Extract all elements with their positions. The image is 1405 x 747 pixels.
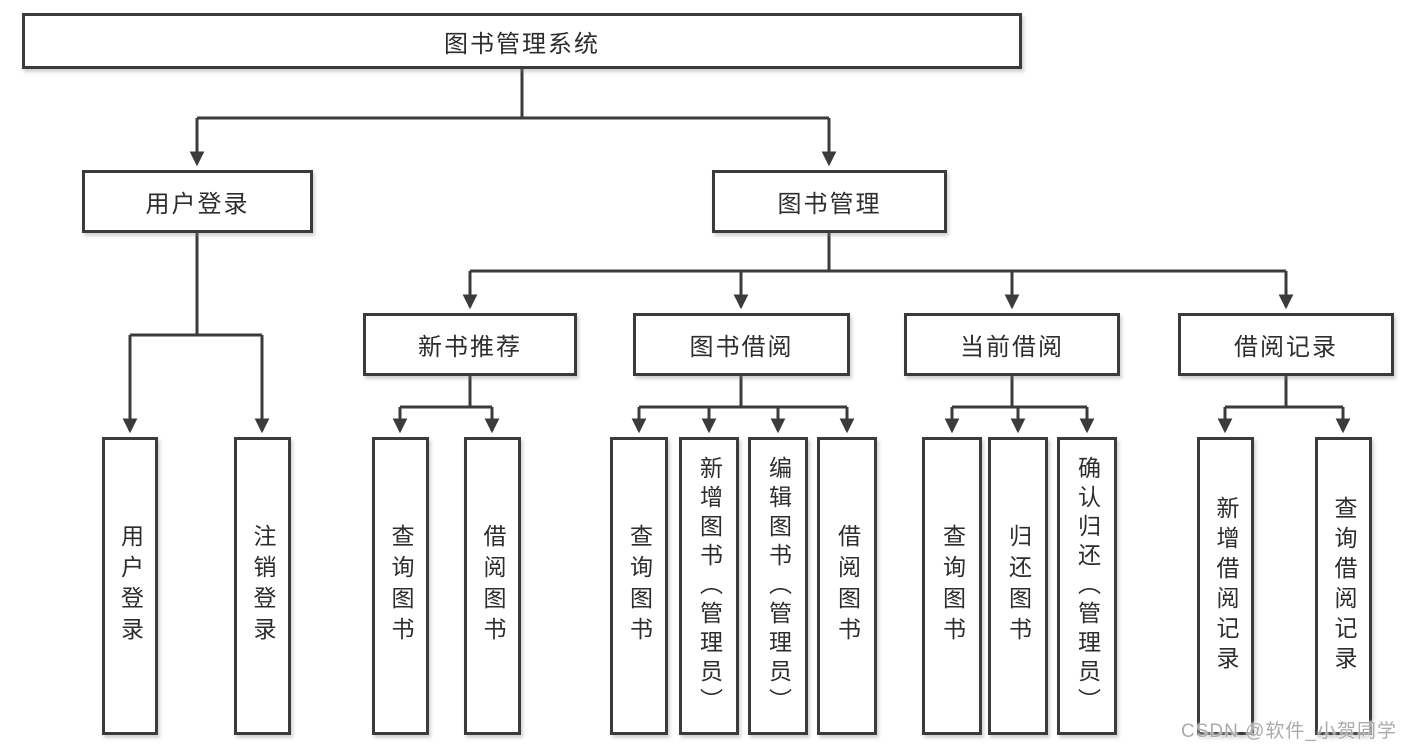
node-confirm-return-admin: 确认归还（管理员）	[1057, 437, 1117, 735]
node-edit-books-admin: 编辑图书（管理员）	[748, 437, 808, 735]
node-query-books-current: 查询图书	[922, 437, 982, 735]
node-book-management: 图书管理	[712, 170, 947, 233]
node-add-borrow-record: 新增借阅记录	[1197, 437, 1254, 735]
node-current-borrow: 当前借阅	[904, 313, 1120, 376]
node-book-borrow: 图书借阅	[633, 313, 850, 376]
node-borrow-books: 借阅图书	[817, 437, 877, 735]
node-logout-action: 注销登录	[234, 437, 291, 735]
node-query-borrow-record: 查询借阅记录	[1315, 437, 1372, 735]
node-library-management-system: 图书管理系统	[22, 13, 1022, 69]
node-user-login: 用户登录	[82, 170, 313, 233]
node-query-books-borrow: 查询图书	[610, 437, 668, 735]
node-add-books-admin: 新增图书（管理员）	[679, 437, 739, 735]
node-borrow-books-recommend: 借阅图书	[464, 437, 521, 735]
node-user-login-action: 用户登录	[102, 437, 158, 735]
node-query-books-recommend: 查询图书	[372, 437, 429, 735]
node-return-books: 归还图书	[988, 437, 1048, 735]
csdn-watermark: CSDN @软件_小贺同学	[1181, 721, 1397, 742]
node-new-book-recommend: 新书推荐	[363, 313, 577, 376]
node-borrow-records: 借阅记录	[1178, 313, 1394, 376]
